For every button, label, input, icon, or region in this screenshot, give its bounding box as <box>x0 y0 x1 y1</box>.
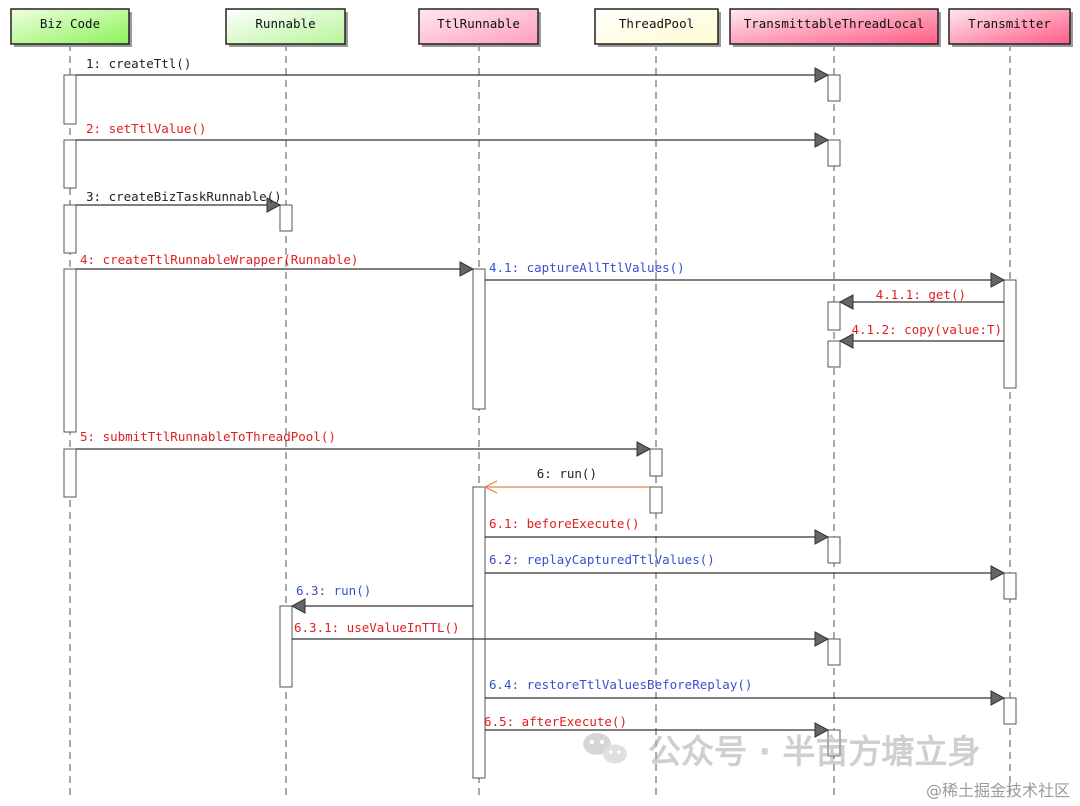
activation-bar-ttl <box>827 139 841 167</box>
participant-label: Biz Code <box>40 16 100 31</box>
participant-biz: Biz Code <box>10 8 132 47</box>
message-m4: 4: createTtlRunnableWrapper(Runnable) <box>76 252 475 277</box>
activation-bar-biz <box>63 268 77 433</box>
message-label: 4.1: captureAllTtlValues() <box>489 260 685 275</box>
activation-bar-transmitter <box>1003 572 1017 600</box>
message-label: 6: run() <box>537 466 597 481</box>
arrowhead <box>838 333 854 349</box>
participant-ttl: TransmittableThreadLocal <box>729 8 941 47</box>
message-label: 1: createTtl() <box>86 56 191 71</box>
arrowhead <box>814 529 830 545</box>
message-label: 4: createTtlRunnableWrapper(Runnable) <box>80 252 358 267</box>
message-m5: 5: submitTtlRunnableToThreadPool() <box>76 429 652 457</box>
arrowhead <box>814 722 830 738</box>
activation-bar-ttl <box>827 729 841 757</box>
message-m412: 4.1.2: copy(value:T) <box>838 322 1004 349</box>
message-label: 4.1.1: get() <box>876 287 966 302</box>
arrowhead <box>459 261 475 277</box>
participant-headers: Biz Code Runnable TtlRunnable ThreadPool Tra… <box>10 8 1073 47</box>
message-label: 6.3: run() <box>296 583 371 598</box>
activation-bar-transmitter <box>1003 279 1017 389</box>
message-label: 2: setTtlValue() <box>86 121 206 136</box>
arrowhead <box>266 197 282 213</box>
arrowhead <box>290 598 306 614</box>
activation-bar-ttl <box>827 340 841 368</box>
activation-bar-ttl <box>827 536 841 564</box>
message-m3: 3: createBizTaskRunnable() <box>76 189 282 213</box>
activation-bar-ttl <box>827 301 841 331</box>
message-m2: 2: setTtlValue() <box>76 121 830 148</box>
participant-label: Transmitter <box>968 16 1051 31</box>
message-label: 6.3.1: useValueInTTL() <box>294 620 460 635</box>
message-label: 6.1: beforeExecute() <box>489 516 640 531</box>
activation-bar-threadpool <box>649 448 663 477</box>
message-m411: 4.1.1: get() <box>838 287 1004 310</box>
arrowhead <box>838 294 854 310</box>
activation-bar-biz <box>63 74 77 125</box>
participant-label: Runnable <box>255 16 315 31</box>
arrowhead <box>483 480 498 494</box>
lifelines <box>69 44 1011 800</box>
message-label: 3: createBizTaskRunnable() <box>86 189 282 204</box>
activation-bar-biz <box>63 139 77 189</box>
message-label: 4.1.2: copy(value:T) <box>851 322 1002 337</box>
message-label: 6.2: replayCapturedTtlValues() <box>489 552 715 567</box>
participant-ttlrunnable: TtlRunnable <box>418 8 541 47</box>
activation-bar-biz <box>63 448 77 498</box>
message-m65: 6.5: afterExecute() <box>484 714 830 738</box>
activation-bar-biz <box>63 204 77 254</box>
activation-bar-transmitter <box>1003 697 1017 725</box>
message-m1: 1: createTtl() <box>76 56 830 83</box>
watermark-brand: 公众号 · 半亩方塘立身 <box>648 732 981 771</box>
messages: 1: createTtl() 2: setTtlValue() 3: createB… <box>76 56 1006 738</box>
message-m6: 6: run() <box>483 466 650 494</box>
wechat-icon <box>583 733 627 764</box>
message-m631: 6.3.1: useValueInTTL() <box>292 620 830 647</box>
message-m64: 6.4: restoreTtlValuesBeforeReplay() <box>485 677 1006 706</box>
activation-bar-ttlrunnable <box>472 486 486 779</box>
arrowhead <box>636 441 652 457</box>
arrowhead <box>814 631 830 647</box>
message-m61: 6.1: beforeExecute() <box>485 516 830 545</box>
participant-transmitter: Transmitter <box>948 8 1073 47</box>
message-m41: 4.1: captureAllTtlValues() <box>485 260 1006 288</box>
participant-label: TransmittableThreadLocal <box>744 16 925 31</box>
watermark: 公众号 · 半亩方塘立身 <box>583 732 981 771</box>
activation-bar-ttl <box>827 74 841 102</box>
activation-bar-runnable <box>279 605 293 688</box>
message-m63: 6.3: run() <box>290 583 473 614</box>
arrowhead <box>814 132 830 148</box>
arrowhead <box>990 272 1006 288</box>
arrowhead <box>990 690 1006 706</box>
message-label: 5: submitTtlRunnableToThreadPool() <box>80 429 336 444</box>
participant-label: ThreadPool <box>619 16 694 31</box>
message-m62: 6.2: replayCapturedTtlValues() <box>485 552 1006 581</box>
activation-bar-ttl <box>827 638 841 666</box>
participant-label: TtlRunnable <box>437 16 520 31</box>
watermark-source: @稀土掘金技术社区 <box>926 781 1070 800</box>
arrowhead <box>814 67 830 83</box>
participant-threadpool: ThreadPool <box>594 8 721 47</box>
activation-bars <box>63 74 1017 779</box>
activation-bar-runnable <box>279 204 293 232</box>
activation-bar-ttlrunnable <box>472 268 486 410</box>
arrowhead <box>990 565 1006 581</box>
message-label: 6.4: restoreTtlValuesBeforeReplay() <box>489 677 752 692</box>
activation-bar-threadpool <box>649 486 663 514</box>
message-label: 6.5: afterExecute() <box>484 714 627 729</box>
participant-runnable: Runnable <box>225 8 348 47</box>
